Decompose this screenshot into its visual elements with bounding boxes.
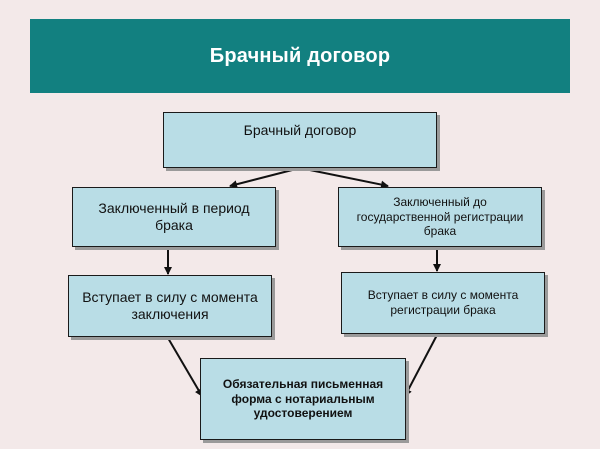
left-effect-node: Вступает в силу с момента заключения xyxy=(68,275,272,337)
requirement-label: Обязательная письменная форма с нотариал… xyxy=(222,377,384,421)
arrow-root-to-left xyxy=(229,167,301,189)
root-node-label: Брачный договор xyxy=(243,122,357,138)
right-branch-node: Заключенный до государственной регистрац… xyxy=(338,187,542,247)
left-branch-node: Заключенный в период брака xyxy=(72,187,276,247)
root-node: Брачный договор xyxy=(163,112,437,168)
requirement-node: Обязательная письменная форма с нотариал… xyxy=(200,358,406,440)
arrow-root-to-right xyxy=(299,167,389,189)
right-effect-node: Вступает в силу с момента регистрации бр… xyxy=(341,272,545,334)
left-effect-label: Вступает в силу с момента заключения xyxy=(82,288,258,322)
right-branch-label: Заключенный до государственной регистрац… xyxy=(356,195,524,239)
left-branch-label: Заключенный в период брака xyxy=(98,199,250,233)
arrow-left-effect-to-requirement xyxy=(167,337,203,397)
page-title: Брачный договор xyxy=(209,44,391,67)
arrow-right-effect-to-requirement xyxy=(404,334,438,397)
title-banner: Брачный договор xyxy=(30,19,570,93)
right-effect-label: Вступает в силу с момента регистрации бр… xyxy=(367,288,519,317)
